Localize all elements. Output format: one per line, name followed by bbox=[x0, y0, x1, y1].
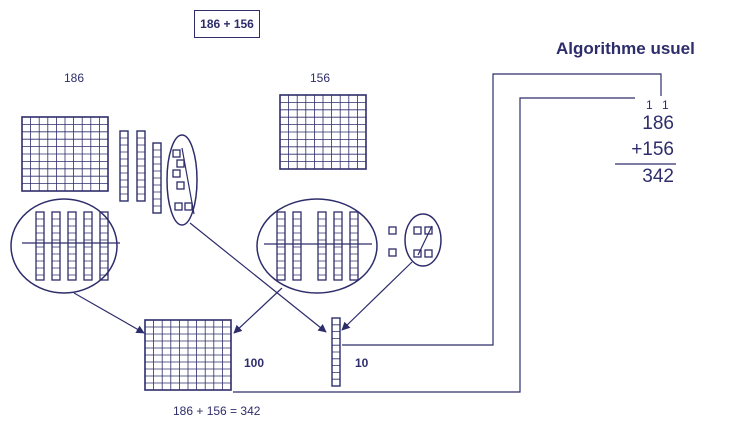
algorithm-addend1: 186 bbox=[642, 113, 674, 134]
result-ten-rod bbox=[331, 317, 341, 387]
tens-rods-186 bbox=[119, 130, 162, 214]
arrows bbox=[73, 222, 413, 334]
hundred-value-label: 100 bbox=[244, 356, 265, 370]
ten-value-label: 10 bbox=[355, 356, 369, 370]
addend1-label: 186 bbox=[64, 71, 85, 85]
result-hundred-flat bbox=[144, 319, 232, 391]
carry-digits: 1 1 bbox=[646, 98, 672, 112]
loose-ones-156 bbox=[388, 226, 397, 257]
connector-lines bbox=[233, 73, 662, 393]
regroup-tens-186 bbox=[10, 198, 120, 294]
addend2-label: 156 bbox=[310, 71, 331, 85]
problem-label: 186 + 156 bbox=[200, 17, 254, 31]
hundred-flat-186 bbox=[21, 116, 109, 192]
algorithm-title: Algorithme usuel bbox=[556, 39, 695, 58]
hundred-flat-156 bbox=[279, 94, 367, 170]
equation-label: 186 + 156 = 342 bbox=[173, 404, 261, 418]
ones-group-186 bbox=[166, 134, 198, 226]
algorithm-result: 342 bbox=[642, 166, 674, 187]
regroup-tens-156 bbox=[256, 198, 378, 294]
ones-group-156 bbox=[404, 213, 442, 267]
algorithm-addend2: +156 bbox=[631, 139, 674, 160]
problem-box: 186 + 156 bbox=[194, 10, 260, 38]
